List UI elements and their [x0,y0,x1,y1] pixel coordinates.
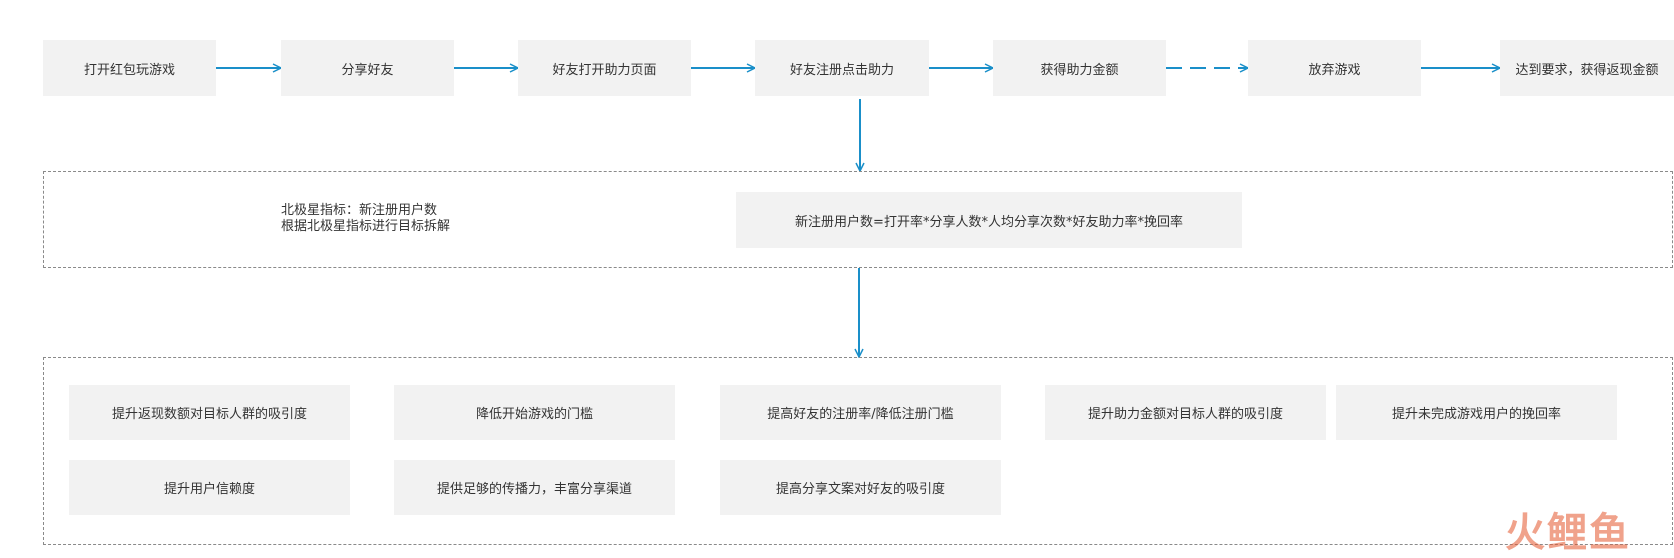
flow-step-friend-open-page: 好友打开助力页面 [518,40,691,96]
watermark-text: 火鲤鱼 [1505,510,1631,556]
watermark-logo: 火鲤鱼 [1505,500,1631,558]
action-raise-friend-register: 提高好友的注册率/降低注册门槛 [720,385,1001,440]
north-star-line1: 北极星指标：新注册用户数 [281,203,438,218]
flow-step-get-cashback: 达到要求，获得返现金额 [1500,40,1674,96]
metric-formula: 新注册用户数=打开率*分享人数*人均分享次数*好友助力率*挽回率 [736,192,1242,248]
connector-layer [216,0,1674,545]
action-share-channels: 提供足够的传播力，丰富分享渠道 [394,460,675,515]
flow-step-get-amount: 获得助力金额 [993,40,1166,96]
action-cashback-attraction: 提升返现数额对目标人群的吸引度 [69,385,350,440]
action-retention-rate: 提升未完成游戏用户的挽回率 [1336,385,1617,440]
north-star-note: 北极星指标：新注册用户数 根据北极星指标进行目标拆解 [281,203,450,235]
metric-frame [43,171,1673,268]
action-lower-start-threshold: 降低开始游戏的门槛 [394,385,675,440]
flow-step-share-friend: 分享好友 [281,40,454,96]
action-share-copy-attraction: 提高分享文案对好友的吸引度 [720,460,1001,515]
flow-step-give-up: 放弃游戏 [1248,40,1421,96]
north-star-line2: 根据北极星指标进行目标拆解 [281,219,451,234]
action-help-amount-attraction: 提升助力金额对目标人群的吸引度 [1045,385,1326,440]
flow-step-open-game: 打开红包玩游戏 [43,40,216,96]
action-user-trust: 提升用户信赖度 [69,460,350,515]
flow-step-friend-register: 好友注册点击助力 [755,40,929,96]
